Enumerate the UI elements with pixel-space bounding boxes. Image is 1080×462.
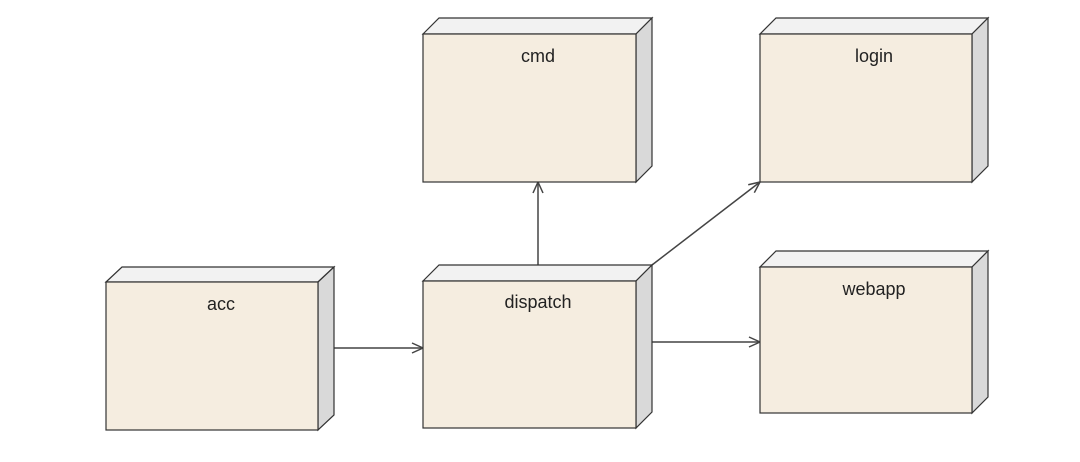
node-acc-top [104, 266, 336, 283]
node-dispatch-front [422, 280, 637, 429]
node-acc-side [317, 265, 335, 432]
node-cmd-label: cmd [521, 46, 555, 66]
node-cmd-top [421, 17, 654, 35]
node-webapp-side [971, 249, 989, 415]
node-dispatch-label: dispatch [504, 292, 571, 312]
node-login-side [971, 16, 989, 184]
node-login-label: login [855, 46, 893, 66]
node-webapp-front [759, 266, 973, 414]
node-dispatch-side [635, 263, 653, 430]
edge-dispatch-login [651, 180, 762, 266]
node-cmd-front [422, 33, 637, 183]
node-login-front [759, 33, 973, 183]
node-webapp[interactable]: webapp [758, 249, 990, 415]
edges [320, 180, 762, 354]
node-login-top [758, 17, 990, 35]
node-webapp-label: webapp [841, 279, 905, 299]
node-acc-front [105, 281, 319, 431]
node-cmd[interactable]: cmd [421, 16, 654, 184]
node-cmd-side [635, 16, 653, 184]
node-login[interactable]: login [758, 16, 990, 184]
node-dispatch[interactable]: dispatch [421, 263, 654, 430]
node-webapp-top [758, 250, 990, 268]
node-acc-label: acc [207, 294, 235, 314]
node-dispatch-top [421, 264, 654, 282]
node-acc[interactable]: acc [104, 265, 336, 432]
